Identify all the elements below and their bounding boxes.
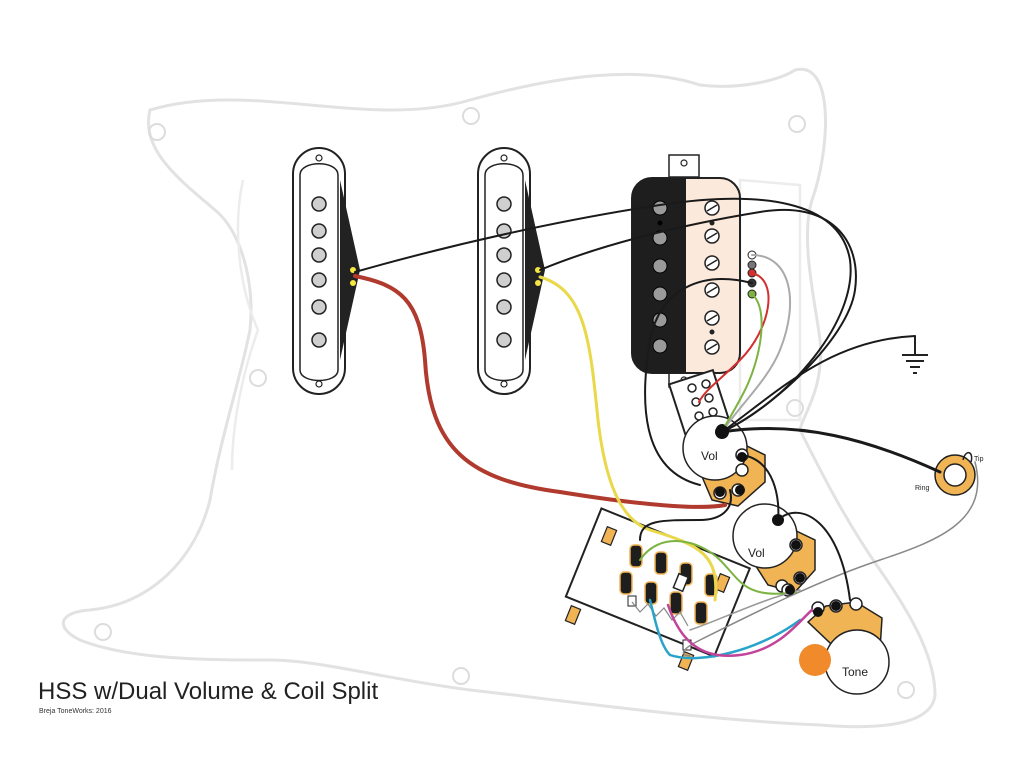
neck-single-coil-pickup xyxy=(292,147,360,395)
wire-vol1-vol2 xyxy=(741,454,780,521)
jack-ring-label: Ring xyxy=(915,485,930,492)
wire-hb-white xyxy=(721,254,792,433)
jack-tip-label: Tip xyxy=(974,456,984,463)
screw-hole xyxy=(897,681,915,699)
diagram-credit: Breja ToneWorks: 2016 xyxy=(39,708,112,715)
screw-hole xyxy=(462,107,480,125)
screw-hole xyxy=(94,623,112,641)
wire-middle-hot xyxy=(538,275,718,602)
wire-jack-ground xyxy=(682,461,979,657)
diagram-title: HSS w/Dual Volume & Coil Split xyxy=(38,678,379,705)
solder-joints xyxy=(715,425,841,617)
wire-output-tip xyxy=(720,426,942,474)
screw-hole xyxy=(148,123,166,141)
five-way-switch xyxy=(564,507,752,672)
wire-hb-black xyxy=(644,278,753,486)
wire-hb-red xyxy=(698,272,770,403)
screw-hole xyxy=(788,115,806,133)
volume-pot-1-label: Vol xyxy=(701,449,718,463)
wire-ground xyxy=(721,335,916,433)
pickguard-inner-edge xyxy=(230,179,260,471)
wire-vol2-tone xyxy=(777,511,851,601)
wire-neck-ground xyxy=(354,197,852,433)
screw-hole xyxy=(452,667,470,685)
wire-neck-hot xyxy=(353,274,727,509)
screw-hole xyxy=(786,399,804,417)
wire-switch-magenta xyxy=(666,603,814,657)
tone-capacitor xyxy=(799,644,831,676)
output-jack: Tip Ring xyxy=(915,451,984,496)
middle-single-coil-pickup xyxy=(477,147,545,395)
wire-switch-blue xyxy=(648,598,802,660)
ground-symbol xyxy=(902,336,928,374)
wire-switch-green xyxy=(639,540,797,595)
wire-hb-green xyxy=(721,293,763,433)
tone-pot-label: Tone xyxy=(842,665,868,679)
pickguard-screw-holes xyxy=(94,107,915,699)
screw-hole xyxy=(249,369,267,387)
volume-pot-2-label: Vol xyxy=(748,546,765,560)
wire-switch-vol1 xyxy=(639,489,732,541)
bridge-humbucker-pickup xyxy=(631,154,741,388)
pickguard-outline xyxy=(61,67,937,729)
